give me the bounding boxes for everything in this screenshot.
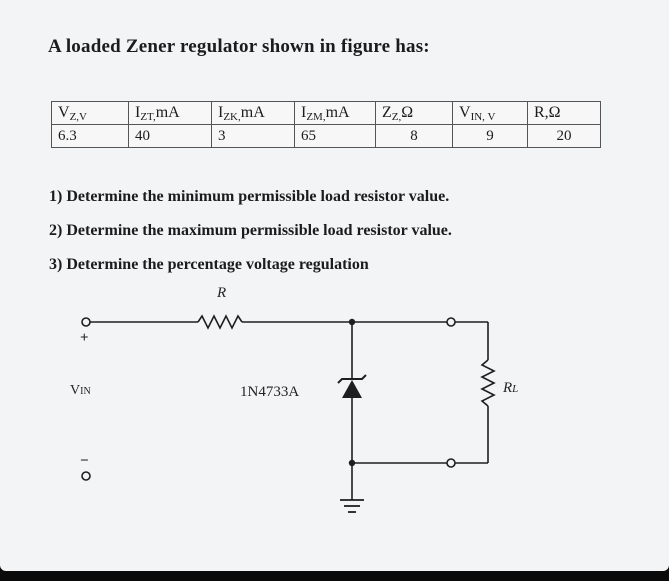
value-vz: 6.3 bbox=[51, 124, 129, 148]
task-item: 2) Determine the maximum permissible loa… bbox=[49, 222, 452, 239]
input-plus-sign: + bbox=[80, 330, 89, 346]
bottom-bar bbox=[0, 571, 669, 581]
zener-diode-cathode-bar bbox=[337, 374, 367, 384]
table-row: 6.3 40 3 65 8 9 20 bbox=[51, 124, 601, 148]
task-list: 1) Determine the minimum permissible loa… bbox=[49, 188, 452, 290]
question-text: A loaded Zener regulator shown in figure… bbox=[48, 36, 430, 57]
junction-dot-top bbox=[348, 318, 356, 326]
load-resistor-label: RL bbox=[503, 380, 519, 396]
value-zz: 8 bbox=[375, 124, 453, 148]
input-positive-terminal bbox=[81, 317, 91, 327]
zener-label: 1N4733A bbox=[240, 384, 300, 400]
header-izm: IZM,mA bbox=[294, 101, 376, 125]
output-bottom-terminal bbox=[446, 458, 456, 468]
input-minus-sign: − bbox=[80, 453, 89, 469]
task-item: 3) Determine the percentage voltage regu… bbox=[49, 256, 369, 273]
value-izk: 3 bbox=[211, 124, 295, 148]
value-izt: 40 bbox=[128, 124, 212, 148]
zener-diode-symbol bbox=[342, 380, 362, 398]
series-resistor bbox=[197, 314, 243, 330]
value-vin: 9 bbox=[452, 124, 528, 148]
table-header-row: VZ,V IZT,mA IZK,mA IZM,mA ZZ,Ω VIN, V R,… bbox=[51, 101, 601, 125]
header-zz: ZZ,Ω bbox=[375, 101, 453, 125]
junction-dot-bottom bbox=[348, 459, 356, 467]
value-r: 20 bbox=[527, 124, 601, 148]
resistor-label: R bbox=[217, 285, 227, 301]
vin-label: VIN bbox=[70, 383, 91, 398]
load-resistor bbox=[480, 359, 496, 407]
header-izk: IZK,mA bbox=[211, 101, 295, 125]
output-top-terminal bbox=[446, 317, 456, 327]
header-izt: IZT,mA bbox=[128, 101, 212, 125]
spec-table: VZ,V IZT,mA IZK,mA IZM,mA ZZ,Ω VIN, V R,… bbox=[51, 101, 601, 148]
value-izm: 65 bbox=[294, 124, 376, 148]
input-negative-terminal bbox=[81, 471, 91, 481]
ground-icon bbox=[340, 499, 364, 513]
task-item: 1) Determine the minimum permissible loa… bbox=[49, 188, 450, 205]
